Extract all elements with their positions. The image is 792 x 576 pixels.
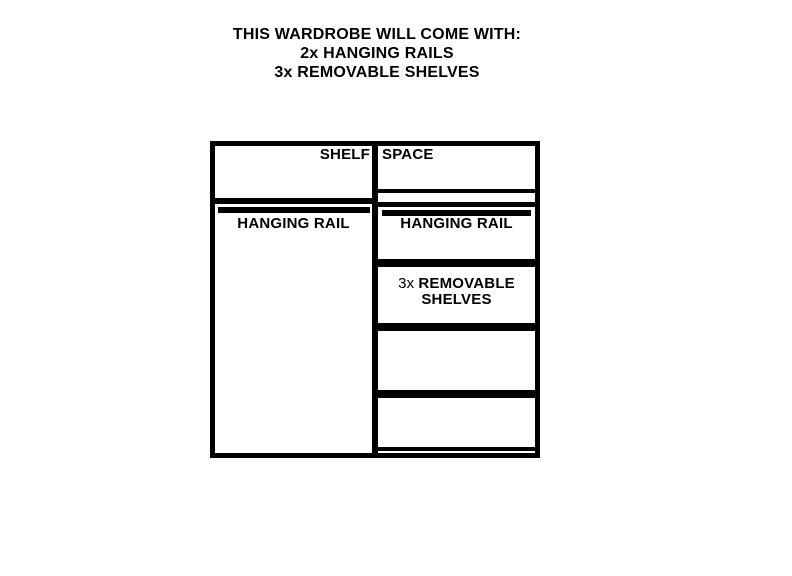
title-line-3: 3x REMOVABLE SHELVES — [274, 64, 480, 81]
left-hanging-rail-bar — [218, 207, 370, 213]
right-shelf-bottom-edge — [378, 189, 535, 193]
right-divider-below-shelves — [378, 323, 535, 331]
left-hanging-rail-label: HANGING RAIL — [237, 215, 350, 232]
shelves-count-prefix: 3x — [398, 275, 415, 292]
right-divider-lower — [378, 390, 535, 398]
center-vertical-divider — [372, 146, 378, 453]
right-rail-section-top-edge — [378, 202, 535, 207]
wardrobe-outline: SHELF SPACE HANGING RAIL HANGING RAIL 3x… — [210, 141, 540, 458]
title-line-2: 2x HANGING RAILS — [300, 45, 454, 62]
right-hanging-rail-bar — [382, 210, 531, 216]
left-shelf-divider-line — [215, 198, 372, 204]
shelves-label-line2: SHELVES — [421, 291, 492, 308]
title-block: THIS WARDROBE WILL COME WITH: 2x HANGING… — [77, 25, 677, 82]
title-line-1: THIS WARDROBE WILL COME WITH: — [232, 26, 522, 43]
right-bottom-section-edge — [378, 447, 535, 451]
shelves-label-line1: REMOVABLE — [418, 275, 515, 292]
space-label: SPACE — [382, 146, 434, 163]
right-hanging-rail-label: HANGING RAIL — [400, 215, 513, 232]
right-divider-below-rail — [378, 259, 535, 267]
shelf-label: SHELF — [319, 146, 370, 163]
